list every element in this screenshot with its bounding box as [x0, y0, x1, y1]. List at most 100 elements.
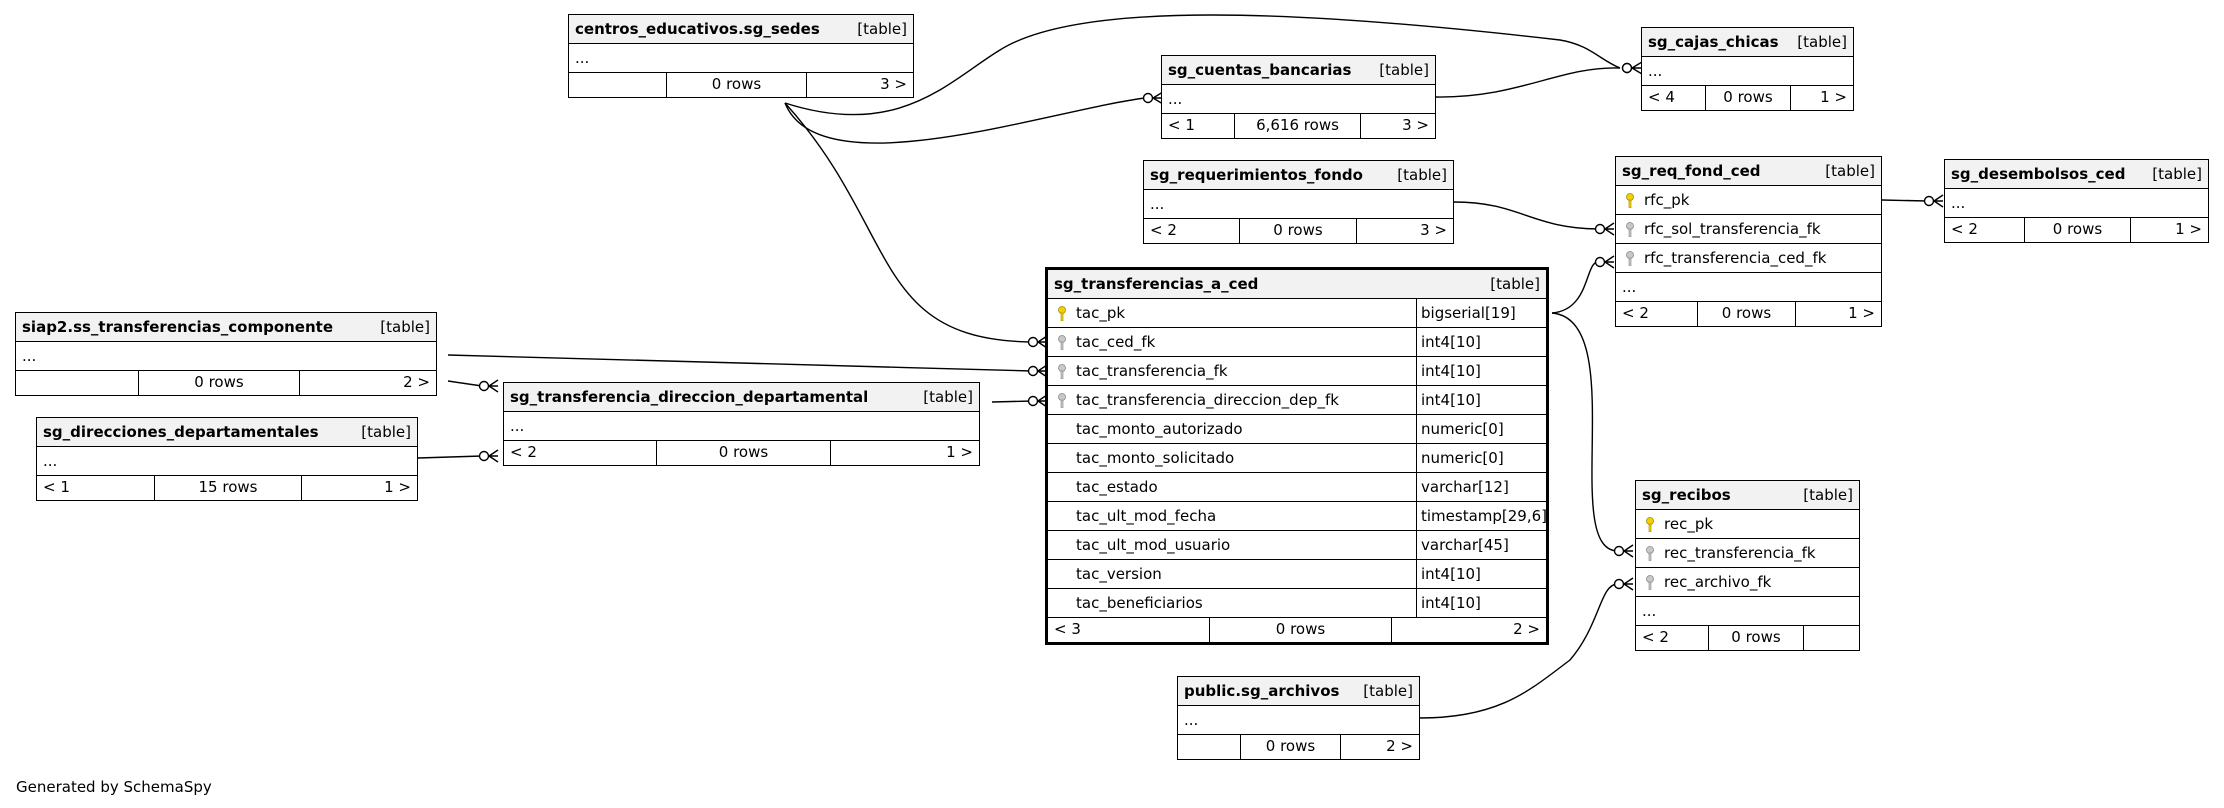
parents-count [16, 371, 139, 395]
table-tag: [table] [1825, 162, 1875, 180]
table-sg-desembolsos-ced[interactable]: sg_desembolsos_ced [table] ... < 2 0 row… [1944, 159, 2209, 243]
table-sg-transferencias-a-ced[interactable]: sg_transferencias_a_ced [table] tac_pk b… [1045, 267, 1549, 645]
column-row[interactable]: tac_ult_mod_fecha timestamp[29,6] [1048, 502, 1546, 531]
table-sg-archivos[interactable]: public.sg_archivos [table] ... 0 rows 2 … [1177, 676, 1420, 760]
cardinality-zero-marker [1613, 578, 1625, 590]
column-type: int4[10] [1416, 560, 1481, 588]
table-sg-req-fond-ced[interactable]: sg_req_fond_ced [table] rfc_pk rfc_sol_t… [1615, 156, 1882, 327]
column-row[interactable]: tac_beneficiarios int4[10] [1048, 589, 1546, 618]
table-footer: 0 rows 3 > [569, 73, 913, 97]
column-name: tac_ult_mod_usuario [1076, 536, 1231, 554]
column-row[interactable]: tac_transferencia_fk int4[10] [1048, 357, 1546, 386]
column-row[interactable]: tac_pk bigserial[19] [1048, 299, 1546, 328]
edge-requerimientos-reqfond [1453, 201, 1599, 230]
children-count: 1 > [1848, 304, 1875, 322]
column-ellipsis: ... [569, 44, 913, 73]
table-footer: < 2 0 rows 1 > [1945, 218, 2208, 242]
cardinality-zero-marker [1142, 92, 1154, 104]
table-name: centros_educativos.sg_sedes [575, 20, 820, 38]
parents-count: < 4 [1642, 86, 1706, 110]
column-ellipsis: ... [1144, 190, 1453, 219]
column-row[interactable]: tac_ult_mod_usuario varchar[45] [1048, 531, 1546, 560]
column-type: bigserial[19] [1416, 299, 1516, 327]
table-name: sg_transferencias_a_ced [1054, 275, 1259, 293]
row-count: 15 rows [155, 476, 302, 500]
table-footer: 0 rows 2 > [1178, 735, 1419, 759]
cardinality-zero-marker [1027, 365, 1039, 377]
table-sg-sedes[interactable]: centros_educativos.sg_sedes [table] ... … [568, 14, 914, 98]
primary-key-icon [1058, 306, 1066, 321]
edge-main-reqfond [1551, 261, 1599, 314]
table-tag: [table] [361, 423, 411, 441]
table-ss-transferencias-componente[interactable]: siap2.ss_transferencias_componente [tabl… [15, 312, 437, 396]
column-row[interactable]: tac_ced_fk int4[10] [1048, 328, 1546, 357]
table-tag: [table] [1797, 33, 1847, 51]
children-count: 1 > [946, 443, 973, 461]
table-name: sg_direcciones_departamentales [43, 423, 319, 441]
foreign-key-icon [1646, 575, 1654, 590]
table-sg-requerimientos-fondo[interactable]: sg_requerimientos_fondo [table] ... < 2 … [1143, 160, 1454, 244]
column-row[interactable]: rec_archivo_fk [1636, 568, 1859, 597]
children-count: 3 > [1402, 116, 1429, 134]
table-sg-transferencia-direccion-departamental[interactable]: sg_transferencia_direccion_departamental… [503, 382, 980, 466]
column-row[interactable]: tac_monto_autorizado numeric[0] [1048, 415, 1546, 444]
column-row[interactable]: rfc_sol_transferencia_fk [1616, 215, 1881, 244]
crows-foot-marker [1623, 544, 1634, 558]
column-row[interactable]: tac_estado varchar[12] [1048, 473, 1546, 502]
table-tag: [table] [2152, 165, 2202, 183]
cardinality-zero-marker [1613, 545, 1625, 557]
row-count: 6,616 rows [1235, 114, 1361, 138]
edge-archivos-recibos [1419, 583, 1618, 719]
table-header: sg_cajas_chicas [table] [1642, 28, 1853, 57]
crows-foot-marker [1604, 222, 1615, 236]
column-row[interactable]: tac_version int4[10] [1048, 560, 1546, 589]
table-tag: [table] [1803, 486, 1853, 504]
row-count: 0 rows [1210, 618, 1392, 642]
cardinality-zero-marker [1594, 223, 1606, 235]
parents-count [569, 73, 667, 97]
table-name: sg_transferencia_direccion_departamental [510, 388, 869, 406]
column-row[interactable]: rfc_pk [1616, 186, 1881, 215]
column-row[interactable]: rec_pk [1636, 510, 1859, 539]
crows-foot-marker [488, 379, 499, 393]
edge-reqfond-desembolsos [1881, 199, 1928, 202]
table-tag: [table] [923, 388, 973, 406]
parents-count: < 2 [504, 441, 657, 465]
column-name: tac_beneficiarios [1076, 594, 1203, 612]
crows-foot-marker [1631, 61, 1643, 75]
children-count: 3 > [880, 75, 907, 93]
column-row[interactable]: tac_monto_solicitado numeric[0] [1048, 444, 1546, 473]
table-footer: < 3 0 rows 2 > [1048, 618, 1546, 642]
table-sg-direcciones-departamentales[interactable]: sg_direcciones_departamentales [table] .… [36, 417, 418, 501]
table-name: sg_recibos [1642, 486, 1731, 504]
edge-sedes-main [784, 102, 1033, 343]
cardinality-zero-marker [478, 380, 490, 392]
column-row[interactable]: tac_transferencia_direccion_dep_fk int4[… [1048, 386, 1546, 415]
table-sg-cajas-chicas[interactable]: sg_cajas_chicas [table] ... < 4 0 rows 1… [1641, 27, 1854, 111]
edge-direcciones-transdir [417, 455, 483, 459]
column-name: tac_version [1076, 565, 1162, 583]
table-header: sg_cuentas_bancarias [table] [1162, 56, 1435, 85]
table-name: sg_desembolsos_ced [1951, 165, 2126, 183]
column-type: int4[10] [1416, 386, 1481, 414]
table-sg-cuentas-bancarias[interactable]: sg_cuentas_bancarias [table] ... < 1 6,6… [1161, 55, 1436, 139]
column-row[interactable]: rfc_transferencia_ced_fk [1616, 244, 1881, 273]
children-count: 2 > [403, 373, 430, 391]
row-count: 0 rows [1241, 735, 1341, 759]
crows-foot-marker [1604, 255, 1615, 269]
table-tag: [table] [857, 20, 907, 38]
edge-siap-main [447, 354, 1033, 372]
cardinality-zero-marker [1027, 336, 1039, 348]
column-type: varchar[45] [1416, 531, 1509, 559]
column-ellipsis: ... [1178, 706, 1419, 735]
children-count: 1 > [384, 478, 411, 496]
table-name: sg_req_fond_ced [1622, 162, 1761, 180]
table-header: sg_desembolsos_ced [table] [1945, 160, 2208, 189]
column-ellipsis: ... [37, 447, 417, 476]
table-sg-recibos[interactable]: sg_recibos [table] rec_pk rec_transferen… [1635, 480, 1860, 651]
column-ellipsis: ... [1945, 189, 2208, 218]
column-type: timestamp[29,6] [1416, 502, 1546, 530]
column-row[interactable]: rec_transferencia_fk [1636, 539, 1859, 568]
column-name: rfc_pk [1644, 191, 1690, 209]
parents-count: < 2 [1616, 302, 1698, 326]
